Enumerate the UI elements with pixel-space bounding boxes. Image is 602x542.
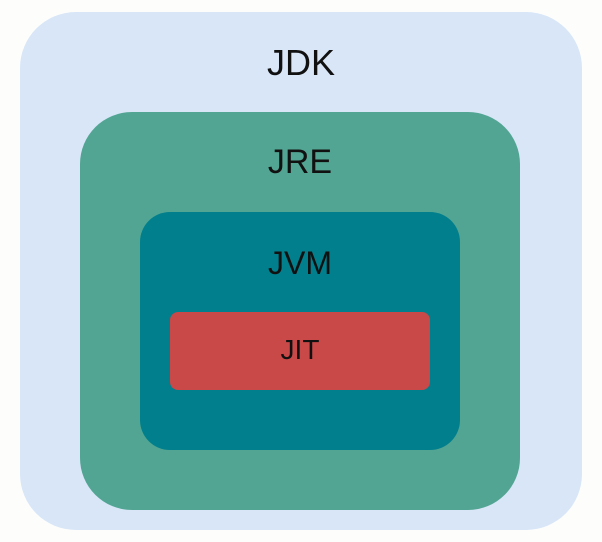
jdk-box: JDK JRE JVM JIT [20,12,582,530]
jvm-label: JVM [268,245,332,281]
jit-box: JIT [170,312,430,390]
jit-label: JIT [280,334,320,365]
jvm-box: JVM JIT [140,212,460,450]
jre-box: JRE JVM JIT [80,112,520,510]
jre-label: JRE [267,143,333,181]
jdk-label: JDK [266,42,335,83]
